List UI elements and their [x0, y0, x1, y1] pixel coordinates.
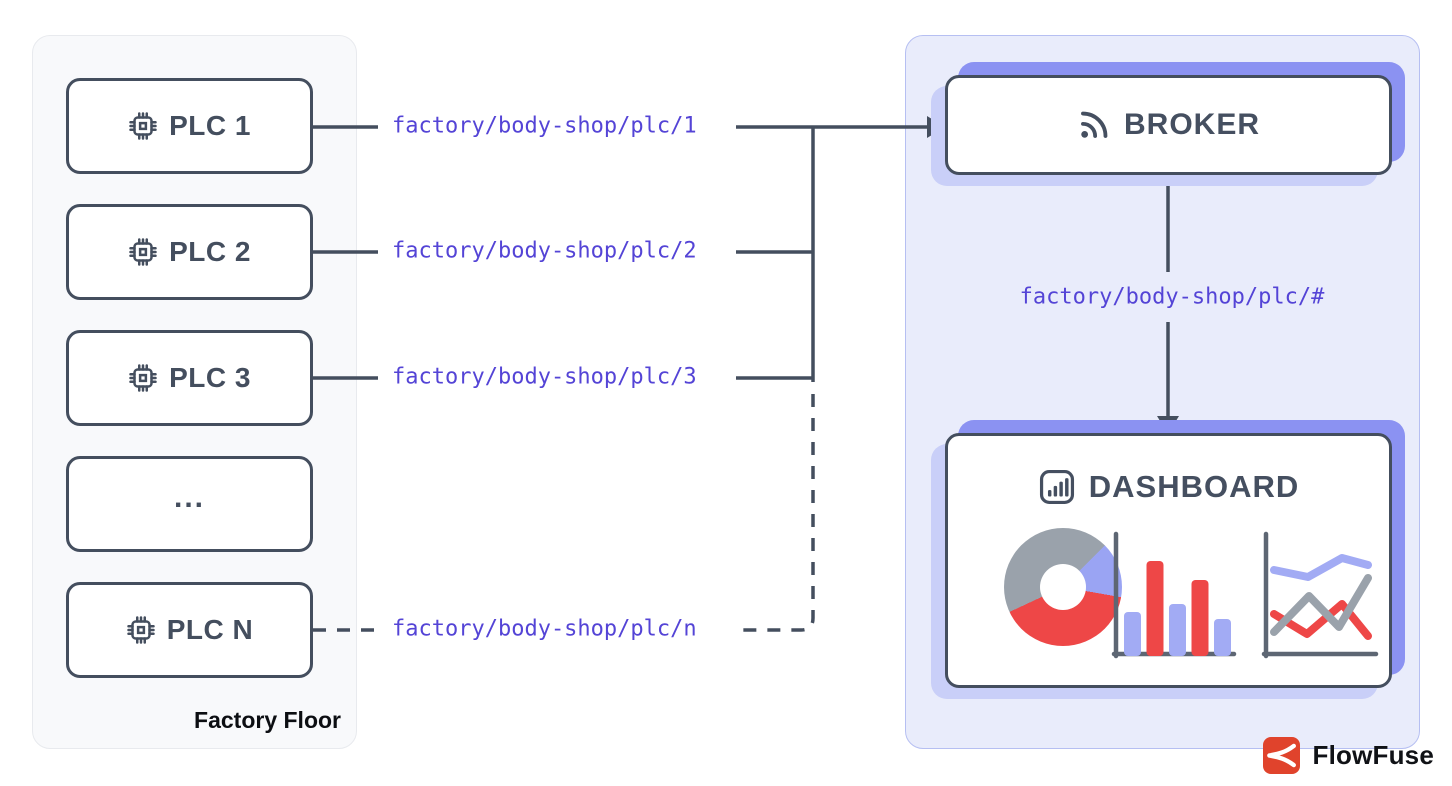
- broker-title: BROKER: [1123, 108, 1260, 141]
- plc-node-ellipsis: ...: [66, 456, 313, 552]
- line-mini-chart: [1261, 531, 1379, 659]
- dashboard-card-group: DASHBOARD: [931, 420, 1405, 699]
- flowfuse-logo-icon: [1262, 737, 1300, 774]
- broker-card-group: BROKER: [931, 62, 1405, 186]
- broker-card: BROKER: [945, 75, 1392, 175]
- plc-node-label: PLC 1: [169, 110, 251, 141]
- dashboard-card: DASHBOARD: [945, 433, 1392, 688]
- factory-floor-label: Factory Floor: [194, 707, 341, 733]
- topic-plcn: factory/body-shop/plc/n: [392, 616, 697, 642]
- dashboard-title: DASHBOARD: [1088, 469, 1300, 504]
- wire-trunk-dashed: [735, 394, 815, 632]
- topic-wildcard: factory/body-shop/plc/#: [1019, 284, 1325, 310]
- topic-plc1: factory/body-shop/plc/1: [392, 113, 697, 139]
- chip-icon: [129, 364, 157, 392]
- bar-chart-icon: [1039, 469, 1074, 505]
- plc-node-label: PLC 3: [169, 362, 251, 393]
- chip-icon: [129, 238, 157, 266]
- topic-plc2: factory/body-shop/plc/2: [392, 238, 697, 264]
- topic-plc3: factory/body-shop/plc/3: [392, 364, 697, 390]
- brand: FlowFuse: [1262, 737, 1435, 774]
- rss-broadcast-icon: [1081, 111, 1108, 138]
- plc-node-n: PLC N: [66, 582, 313, 678]
- plc-node-label: PLC 2: [169, 236, 251, 267]
- brand-label: FlowFuse: [1312, 740, 1434, 770]
- plc-node-3: PLC 3: [66, 330, 313, 426]
- chip-icon: [129, 112, 157, 140]
- donut-chart: [1004, 528, 1122, 646]
- plc-node-label: PLC N: [166, 614, 254, 645]
- bar-mini-chart: [1111, 531, 1237, 659]
- ellipsis-label: ...: [173, 481, 205, 514]
- plc-node-1: PLC 1: [66, 78, 313, 174]
- chip-icon: [127, 616, 155, 644]
- plc-node-2: PLC 2: [66, 204, 313, 300]
